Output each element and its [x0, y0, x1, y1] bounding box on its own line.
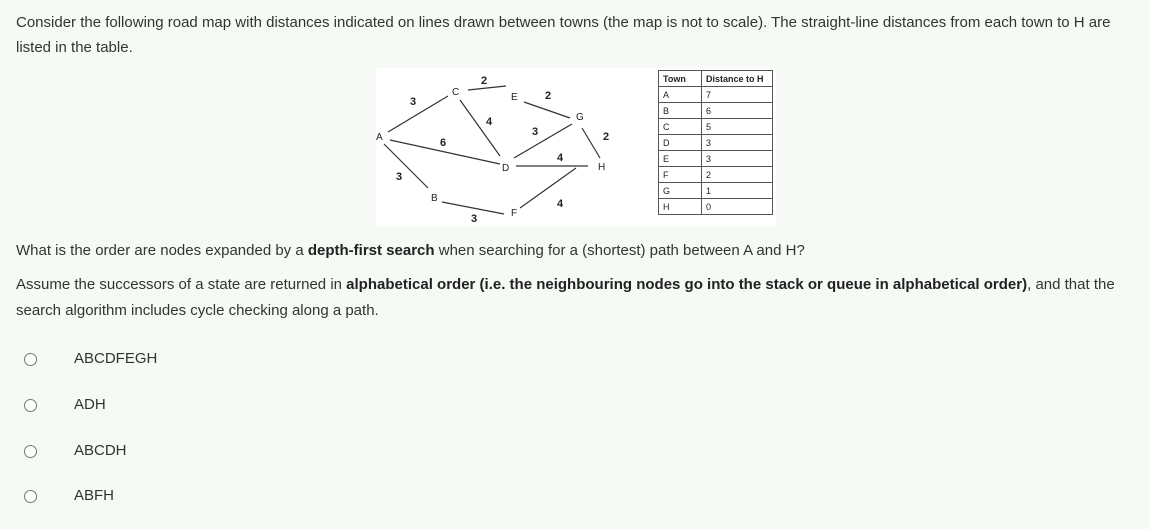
- table-cell-distance: 2: [701, 166, 773, 183]
- edge-G-H: [581, 127, 601, 159]
- node-C: C: [452, 87, 459, 98]
- weight-D-H: 4: [557, 152, 564, 164]
- assumption-part1: Assume the successors of a state are ret…: [16, 276, 347, 293]
- edge-B-F: [441, 201, 505, 215]
- question-prompt: What is the order are nodes expanded by …: [16, 240, 805, 262]
- table-cell-town: E: [658, 150, 702, 167]
- weight-E-G: 2: [545, 90, 551, 102]
- table-cell-town: G: [658, 182, 702, 199]
- edge-D-G: [513, 123, 573, 159]
- question-prompt-part1: What is the order are nodes expanded by …: [16, 242, 308, 259]
- table-cell-distance: 3: [701, 134, 773, 151]
- weight-A-D: 6: [440, 137, 446, 149]
- radio-button[interactable]: [24, 352, 37, 366]
- table-cell-town: H: [658, 198, 702, 215]
- weight-C-D: 4: [486, 116, 493, 128]
- edge-C-D: [459, 99, 501, 157]
- road-map-graph: A B C D E F G H 3 6 3 2 4 2 3 4 2 3 4: [376, 75, 609, 225]
- node-B: B: [431, 193, 438, 204]
- weight-C-E: 2: [481, 75, 487, 87]
- weight-A-C: 3: [410, 96, 416, 108]
- table-cell-distance: 3: [701, 150, 773, 167]
- answer-option-4[interactable]: ABFH: [24, 484, 114, 508]
- table-cell-distance: 5: [701, 118, 773, 135]
- edge-A-C: [387, 95, 449, 133]
- table-cell-distance: 0: [701, 198, 773, 215]
- table-cell-distance: 6: [701, 102, 773, 119]
- table-cell-distance: 7: [701, 86, 773, 103]
- table-header-distance: Distance to H: [701, 70, 773, 87]
- assumption-part2: , and that the search algorithm includes…: [16, 276, 1115, 319]
- assumption-bold: alphabetical order (i.e. the neighbourin…: [346, 276, 1028, 293]
- edge-F-G: [519, 167, 577, 209]
- question-prompt-bold: depth-first search: [307, 242, 435, 259]
- node-G: G: [576, 112, 584, 123]
- edge-E-G: [523, 101, 571, 119]
- table-cell-distance: 1: [701, 182, 773, 199]
- table-header-town: Town: [658, 70, 702, 87]
- table-cell-town: F: [658, 166, 702, 183]
- radio-button[interactable]: [24, 489, 37, 503]
- table-cell-town: A: [658, 86, 702, 103]
- node-H: H: [598, 162, 605, 173]
- question-prompt-part2: when searching for a (shortest) path bet…: [434, 242, 805, 259]
- weight-G-H: 2: [603, 131, 609, 143]
- answer-option-label: ABCDFEGH: [74, 350, 158, 367]
- table-cell-town: B: [658, 102, 702, 119]
- answer-option-label: ADH: [74, 396, 106, 413]
- radio-button[interactable]: [24, 398, 37, 412]
- answer-option-3[interactable]: ABCDH: [24, 439, 127, 463]
- node-E: E: [511, 92, 518, 103]
- question-assumption: Assume the successors of a state are ret…: [16, 272, 1141, 324]
- question-intro: Consider the following road map with dis…: [16, 14, 1111, 56]
- table-header-row: Town Distance to H: [658, 70, 773, 87]
- answer-option-1[interactable]: ABCDFEGH: [24, 347, 157, 371]
- node-D: D: [502, 163, 509, 174]
- weight-D-G: 3: [532, 126, 538, 138]
- table-cell-town: C: [658, 118, 702, 135]
- weight-A-B: 3: [396, 171, 402, 183]
- radio-button[interactable]: [24, 444, 37, 458]
- weight-F-G: 4: [557, 198, 564, 210]
- edge-C-E: [467, 85, 507, 91]
- node-F: F: [511, 208, 517, 219]
- answer-option-label: ABCDH: [74, 442, 127, 459]
- node-A: A: [376, 132, 383, 143]
- edge-A-D: [389, 139, 501, 165]
- road-map-figure: A B C D E F G H 3 6 3 2 4 2 3 4 2 3 4 To…: [376, 68, 776, 226]
- table-cell-town: D: [658, 134, 702, 151]
- edge-A-B: [383, 143, 429, 189]
- answer-option-label: ABFH: [74, 487, 115, 504]
- answer-option-2[interactable]: ADH: [24, 393, 106, 417]
- weight-B-F: 3: [471, 213, 477, 225]
